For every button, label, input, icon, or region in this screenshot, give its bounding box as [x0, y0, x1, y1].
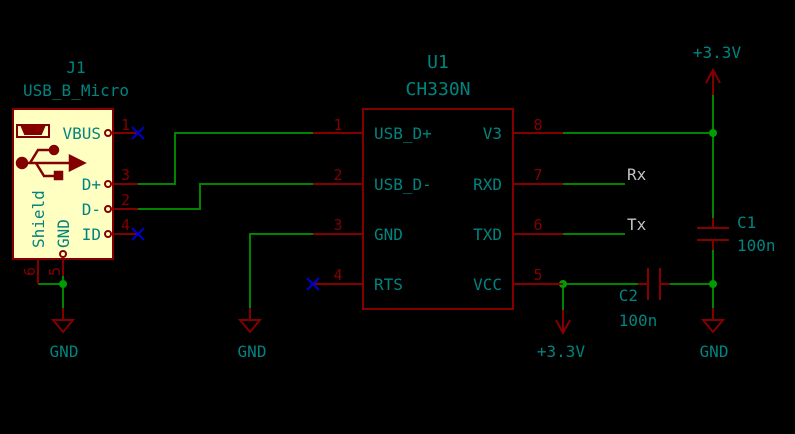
u1-pin-number-1: 1: [333, 116, 342, 134]
j1-connector[interactable]: J1 USB_B_Micro: [12, 58, 138, 284]
u1-pin-number-7: 7: [533, 166, 542, 184]
j1-pin-name-id: ID: [82, 225, 101, 244]
ground-icon: [700, 308, 726, 334]
u1-pin-name-v3: V3: [483, 124, 502, 143]
ground-icon: [237, 308, 263, 334]
u1-pin-number-8: 8: [533, 116, 542, 134]
wires: [38, 82, 714, 333]
j1-value: USB_B_Micro: [23, 81, 129, 100]
j1-pin-number-vbus: 1: [121, 116, 130, 134]
u1-pin-number-5: 5: [533, 266, 542, 284]
gnd-label-mid: GND: [238, 342, 267, 361]
power-arrow-down-icon: [555, 310, 571, 336]
j1-pin-name-gnd: GND: [54, 219, 73, 248]
usb-trident-icon: [15, 144, 87, 181]
j1-pin-number-shield: 6: [21, 267, 39, 276]
power-label-3v3-bottom: +3.3V: [537, 342, 586, 361]
junction-dot: [709, 129, 717, 137]
u1-pin-name-vcc: VCC: [473, 275, 502, 294]
u1-pin-stubs: [313, 132, 563, 285]
power-3v3-bottom[interactable]: +3.3V: [537, 310, 586, 361]
c1-reference: C1: [737, 213, 756, 232]
j1-pin-name-dp: D+: [82, 175, 101, 194]
ground-icon: [50, 308, 76, 334]
u1-pin-number-3: 3: [333, 216, 342, 234]
j1-pin-number-dp: 3: [121, 166, 130, 184]
power-arrow-icon: [705, 67, 721, 95]
u1-body: [362, 108, 514, 310]
u1-pin-name-gnd: GND: [374, 225, 403, 244]
wire-j1-gnd: [38, 283, 64, 320]
junction-dot: [59, 280, 67, 288]
no-connect-flags: [131, 126, 320, 291]
j1-pin-name-shield: Shield: [29, 190, 48, 248]
u1-ic[interactable]: U1 CH330N USB_D+ USB_D- GND RTS V3 RXD T…: [313, 52, 563, 310]
wire-u1-gnd: [249, 233, 313, 320]
capacitor-c2[interactable]: C2 100n: [619, 268, 670, 330]
c2-value: 100n: [619, 311, 658, 330]
no-connect-icon: [131, 126, 145, 140]
u1-pin-number-6: 6: [533, 216, 542, 234]
u1-value: CH330N: [405, 79, 470, 100]
u1-reference: U1: [427, 52, 449, 73]
wire-usb-dm: [138, 183, 313, 210]
c1-value: 100n: [737, 236, 776, 255]
u1-pin-name-rts: RTS: [374, 275, 403, 294]
net-label-rx: Rx: [627, 165, 647, 184]
u1-pin-number-2: 2: [333, 166, 342, 184]
usb-b-micro-connector-icon: [16, 124, 50, 138]
gnd-label-left: GND: [50, 342, 79, 361]
gnd-mid[interactable]: GND: [238, 308, 267, 361]
no-connect-icon: [306, 277, 320, 291]
gnd-label-right: GND: [700, 342, 729, 361]
net-label-tx: Tx: [627, 215, 647, 234]
j1-pin-number-dm: 2: [121, 191, 130, 209]
junction-dot: [709, 280, 717, 288]
power-label-3v3-top: +3.3V: [693, 43, 742, 62]
u1-pin-name-rxd: RXD: [473, 175, 502, 194]
wire-usb-dp: [138, 132, 313, 185]
c2-reference: C2: [619, 286, 638, 305]
j1-reference: J1: [66, 58, 85, 77]
u1-pin-number-4: 4: [333, 266, 342, 284]
j1-pin-number-id: 4: [121, 216, 130, 234]
j1-pin-name-dm: D-: [82, 200, 101, 219]
capacitor-c1[interactable]: C1 100n: [697, 213, 776, 255]
power-3v3-top[interactable]: +3.3V: [693, 43, 742, 95]
gnd-left[interactable]: GND: [50, 308, 79, 361]
j1-pin-name-vbus: VBUS: [62, 124, 101, 143]
gnd-right[interactable]: GND: [700, 308, 729, 361]
j1-pin-stubs: [37, 129, 138, 284]
u1-pin-name-txd: TXD: [473, 225, 502, 244]
no-connect-icon: [131, 227, 145, 241]
u1-pin-name-usb-dm: USB_D-: [374, 175, 432, 194]
j1-pin-number-gnd: 5: [46, 267, 64, 276]
u1-pin-name-usb-dp: USB_D+: [374, 124, 432, 143]
